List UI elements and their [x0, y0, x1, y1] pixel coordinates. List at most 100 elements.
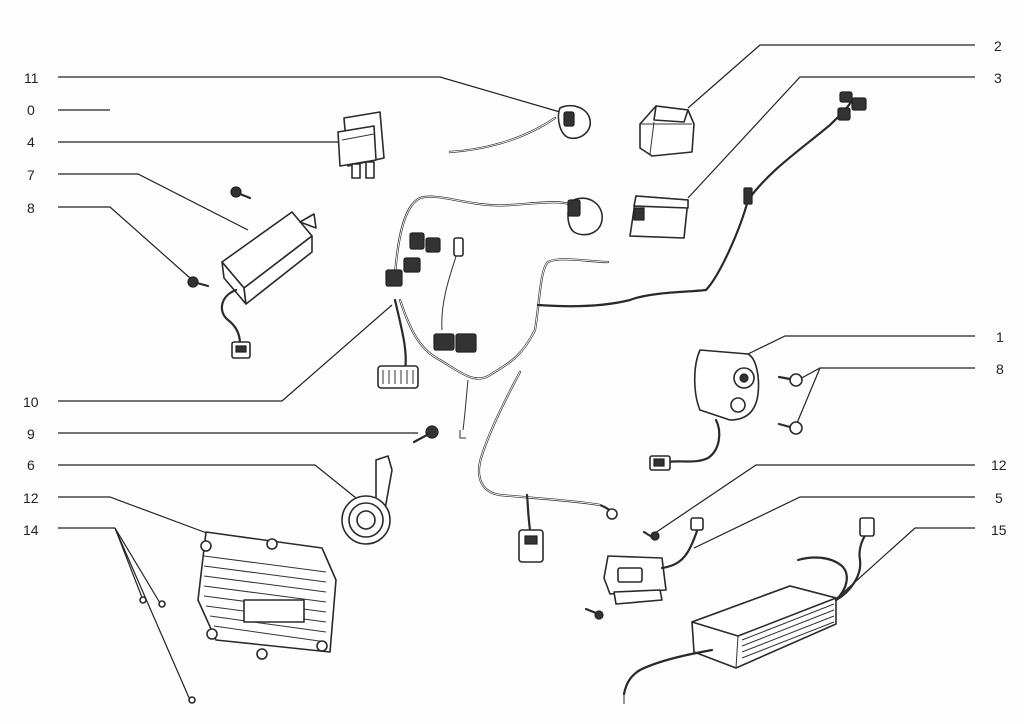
connector-single	[453, 237, 464, 257]
screw-14c	[188, 696, 196, 704]
harness-right-lead	[536, 198, 750, 308]
boot-top-collar	[567, 199, 581, 217]
harness-lower-branch	[477, 370, 615, 516]
cluster-3-a	[839, 91, 853, 103]
leader-10	[58, 304, 393, 402]
harness-drop-to-plug	[525, 493, 532, 532]
leader-8-right	[797, 367, 975, 381]
leader-15	[834, 527, 975, 601]
charger-15-mains-lead	[622, 648, 714, 696]
flasher-7-front	[243, 235, 313, 305]
screw-extra-shank	[584, 607, 598, 615]
leader-lines	[58, 44, 975, 701]
screw-12r-shank	[642, 530, 654, 539]
connector-block-d	[385, 269, 403, 287]
cable-11-lead	[448, 116, 557, 154]
part-1-ignition-switch	[649, 349, 760, 471]
leader-3	[687, 76, 975, 199]
ground-ring	[606, 508, 618, 520]
callout-4: 4	[27, 134, 35, 150]
controller-12-label-plate	[243, 599, 305, 623]
part-8-screws-right	[777, 373, 803, 435]
socket-2-top	[653, 105, 689, 123]
connector-block-b	[425, 237, 441, 253]
callout-1: 1	[996, 329, 1004, 345]
ignition-1-lead	[666, 418, 721, 464]
callout-12-right: 12	[991, 457, 1007, 473]
ignition-1-plug-pin	[653, 458, 665, 467]
leader-6	[58, 464, 357, 499]
callout-15: 15	[991, 522, 1007, 538]
screw-8a-head	[230, 186, 242, 198]
part-12-screw-right	[584, 530, 660, 620]
pigtail-clip	[459, 430, 466, 439]
converter-5-window	[617, 567, 643, 583]
harness-trunk	[398, 258, 610, 380]
converter-5-base	[613, 589, 663, 605]
connector-pad	[377, 365, 419, 389]
part-3-connector-cluster	[837, 91, 867, 121]
callout-7: 7	[27, 167, 35, 183]
part-11-hv-cable	[448, 104, 603, 236]
charger-15-top	[691, 585, 837, 637]
callout-2: 2	[994, 38, 1002, 54]
part-12-controller	[197, 531, 337, 660]
flasher-7-tab	[299, 213, 317, 229]
relay-4-face	[337, 125, 377, 167]
boot-11-collar	[563, 111, 575, 127]
screw-14b	[158, 600, 166, 608]
charger-15-plug	[859, 517, 875, 537]
leader-8-left	[58, 206, 191, 279]
part-3-switch-housing	[629, 195, 689, 239]
inline-clip	[743, 187, 753, 205]
cluster-3-b	[851, 97, 867, 111]
callout-9: 9	[27, 426, 35, 442]
callout-10: 10	[23, 394, 39, 410]
bolt-9-shank	[412, 433, 429, 444]
harness-pigtail	[462, 379, 469, 431]
harness-right-lead-up	[746, 98, 854, 202]
cluster-3-c	[837, 107, 851, 121]
leader-12-right	[654, 464, 975, 534]
flasher-7-plug-pin	[235, 345, 247, 353]
connector-block-f	[455, 333, 477, 353]
callout-8-right: 8	[996, 361, 1004, 377]
part-15-charger	[622, 517, 875, 704]
callout-labels: 11 0 4 7 8 10 9 6 12 14 2 3 1 8 12 5 15	[23, 38, 1007, 538]
part-2-socket	[639, 105, 695, 157]
leader-1	[747, 335, 975, 355]
switch-3-slot	[633, 207, 645, 221]
part-6-horn	[341, 455, 393, 545]
callout-5: 5	[995, 490, 1003, 506]
screw-8c-head	[789, 373, 803, 387]
ignition-1-keyhole	[739, 373, 749, 383]
part-8-screws-left	[187, 186, 252, 288]
callout-6: 6	[27, 457, 35, 473]
converter-5-plug	[690, 517, 704, 531]
callout-0: 0	[27, 102, 35, 118]
bolt-9-head	[425, 425, 439, 439]
controller-12-mount-bm	[256, 648, 268, 660]
screw-8b-head	[187, 276, 199, 288]
harness-left-lead	[393, 298, 407, 372]
harness-plug-window	[524, 535, 538, 545]
controller-12-mount-tm	[266, 538, 278, 550]
screw-8b-shank	[195, 281, 210, 288]
leader-12-left	[58, 496, 213, 536]
part-4-relay	[337, 111, 385, 179]
charger-15-output-lead	[796, 556, 848, 602]
callout-14: 14	[23, 522, 39, 538]
switch-3-lip	[633, 195, 689, 209]
converter-5-lead	[660, 526, 700, 570]
screw-8d-shank	[777, 422, 792, 429]
controller-12-mount-tl	[200, 540, 212, 552]
leader-14-c	[114, 527, 191, 701]
screw-8c-shank	[777, 375, 792, 381]
callout-12-left: 12	[23, 490, 39, 506]
leader-14-b	[114, 527, 161, 604]
ignition-1-lower-boss	[730, 397, 746, 413]
harness-connector-cluster	[377, 187, 753, 563]
horn-6-center	[356, 510, 376, 530]
part-7-flasher-unit	[220, 211, 317, 359]
